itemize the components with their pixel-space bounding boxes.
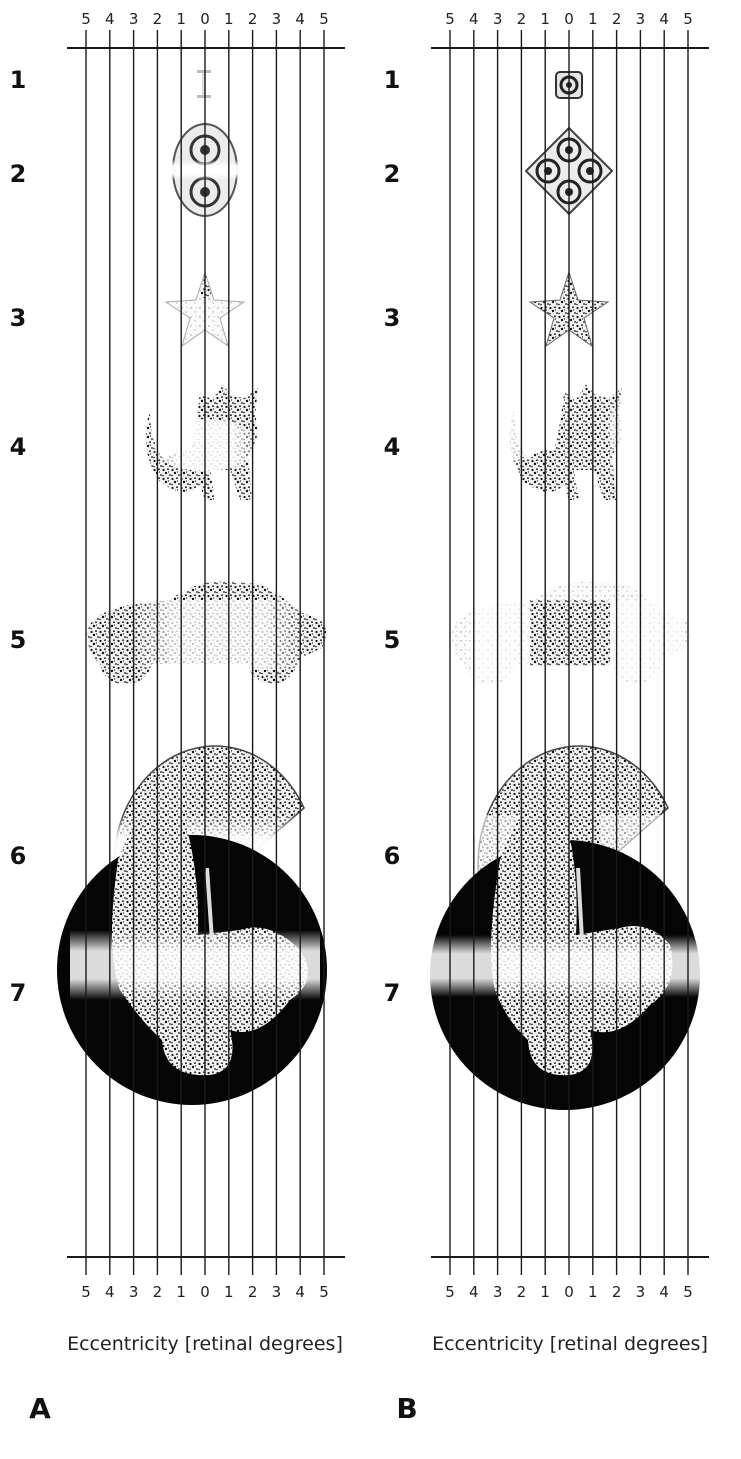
tick-label: 3 <box>129 10 139 28</box>
axis-label: Eccentricity [retinal degrees] <box>432 1333 708 1355</box>
tick-label: 3 <box>636 10 646 28</box>
tick-label: 4 <box>105 1283 115 1301</box>
row-label: 1 <box>384 66 401 94</box>
row-label: 2 <box>10 160 27 188</box>
stimulus-car <box>452 582 690 684</box>
row-labels: 1 2 3 4 5 6 7 <box>10 66 27 1007</box>
tick-label: 1 <box>176 10 186 28</box>
tick-label: 2 <box>248 1283 258 1301</box>
tick-label: 3 <box>272 10 282 28</box>
tick-label: 1 <box>176 1283 186 1301</box>
tick-label: 5 <box>445 1283 455 1301</box>
tick-label: 1 <box>540 1283 550 1301</box>
tick-label: 3 <box>493 1283 503 1301</box>
tick-label: 2 <box>517 10 527 28</box>
row-label: 4 <box>10 433 27 461</box>
tick-label: 4 <box>295 10 305 28</box>
tick-label: 5 <box>683 10 693 28</box>
tick-label: 4 <box>659 1283 669 1301</box>
stimulus-mini-icon <box>197 70 211 98</box>
tick-label: 3 <box>272 1283 282 1301</box>
tick-label: 4 <box>469 1283 479 1301</box>
row-label: 6 <box>384 842 401 870</box>
tick-label: 1 <box>588 1283 598 1301</box>
row-label: 6 <box>10 842 27 870</box>
tick-label: 0 <box>200 10 210 28</box>
tick-label: 3 <box>636 1283 646 1301</box>
tick-label: 2 <box>612 1283 622 1301</box>
tick-label: 5 <box>319 10 329 28</box>
tick-label: 3 <box>493 10 503 28</box>
tick-label: 5 <box>445 10 455 28</box>
tick-label: 3 <box>129 1283 139 1301</box>
tick-label: 4 <box>295 1283 305 1301</box>
tick-label: 5 <box>81 10 91 28</box>
row-label: 1 <box>10 66 27 94</box>
row-labels: 1 2 3 4 5 6 7 <box>384 66 401 1007</box>
row-label: 5 <box>10 626 27 654</box>
axis-label: Eccentricity [retinal degrees] <box>67 1333 343 1355</box>
tick-label: 4 <box>659 10 669 28</box>
tick-label: 5 <box>683 1283 693 1301</box>
row-label: 2 <box>384 160 401 188</box>
tick-label: 1 <box>588 10 598 28</box>
row-label: 5 <box>384 626 401 654</box>
tick-label: 2 <box>153 10 163 28</box>
tick-label: 0 <box>200 1283 210 1301</box>
tick-label: 2 <box>248 10 258 28</box>
stimulus-car <box>88 582 326 684</box>
stimulus-cat <box>146 384 260 500</box>
tick-label: 2 <box>153 1283 163 1301</box>
row-label: 3 <box>10 304 27 332</box>
panel-letter: B <box>396 1392 417 1425</box>
tick-label: 1 <box>540 10 550 28</box>
tick-label: 0 <box>564 10 574 28</box>
tick-label: 0 <box>564 1283 574 1301</box>
tick-label: 1 <box>224 10 234 28</box>
tick-label: 2 <box>612 10 622 28</box>
tick-label: 4 <box>105 10 115 28</box>
row-label: 7 <box>384 979 401 1007</box>
tick-label: 4 <box>469 10 479 28</box>
row-label: 4 <box>384 433 401 461</box>
stimulus-cat <box>490 384 650 500</box>
panel-letter: A <box>29 1392 51 1425</box>
tick-label: 5 <box>81 1283 91 1301</box>
tick-label: 2 <box>517 1283 527 1301</box>
tick-label: 1 <box>224 1283 234 1301</box>
row-label: 7 <box>10 979 27 1007</box>
tick-label: 5 <box>319 1283 329 1301</box>
row-label: 3 <box>384 304 401 332</box>
